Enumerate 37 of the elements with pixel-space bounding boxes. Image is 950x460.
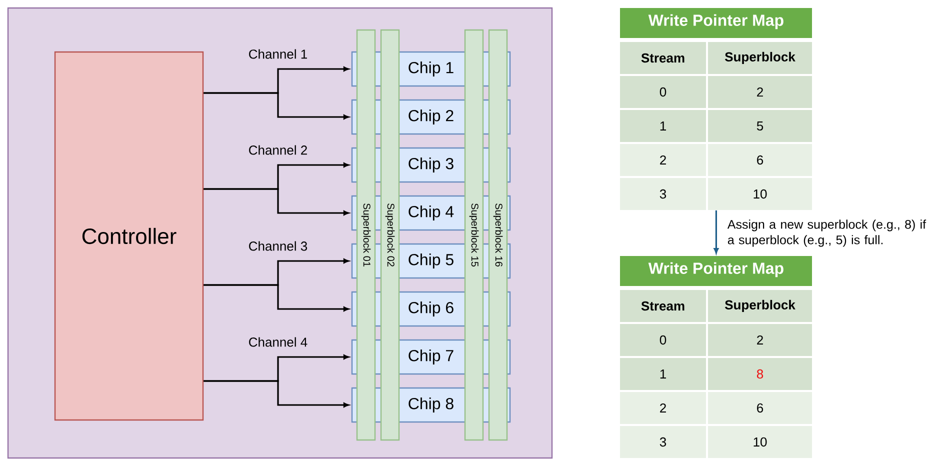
table-header-cell: Superblock bbox=[708, 290, 812, 322]
table-cell: 5 bbox=[708, 110, 812, 142]
table-cell: 3 bbox=[620, 178, 706, 210]
edge-label: Assign a new superblock (e.g., 8) if a superblock (e.g., 5) is full. bbox=[726, 218, 928, 248]
table-cell: 8 bbox=[708, 358, 812, 390]
table-title: Write Pointer Map bbox=[620, 256, 812, 286]
table-cell: 2 bbox=[708, 324, 812, 356]
table-cell: 2 bbox=[708, 76, 812, 108]
superblock-column: Superblock 02 bbox=[380, 29, 400, 441]
table-cell: 6 bbox=[708, 392, 812, 424]
superblock-column: Superblock 15 bbox=[464, 29, 484, 441]
table-cell: 2 bbox=[620, 392, 706, 424]
edge-label: Channel 2 bbox=[247, 144, 309, 156]
table-cell: 0 bbox=[620, 324, 706, 356]
arrow bbox=[204, 380, 349, 408]
superblock-column: Superblock 01 bbox=[356, 29, 376, 441]
table-cell: 6 bbox=[708, 144, 812, 176]
arrow bbox=[204, 188, 349, 216]
table-cell: 1 bbox=[620, 110, 706, 142]
table-cell: 10 bbox=[708, 178, 812, 210]
superblock-column: Superblock 16 bbox=[488, 29, 508, 441]
edge-label: Channel 3 bbox=[247, 240, 309, 252]
table-cell: 3 bbox=[620, 426, 706, 458]
table-title: Write Pointer Map bbox=[620, 8, 812, 38]
table-header-cell: Stream bbox=[620, 42, 706, 74]
arrow bbox=[204, 92, 349, 120]
arrow bbox=[714, 210, 719, 254]
table-cell: 0 bbox=[620, 76, 706, 108]
table-cell: 2 bbox=[620, 144, 706, 176]
controller-box: Controller bbox=[54, 51, 204, 421]
edge-label: Channel 1 bbox=[247, 48, 309, 60]
table-cell: 10 bbox=[708, 426, 812, 458]
edge-label: Channel 4 bbox=[247, 336, 309, 348]
arrow bbox=[204, 284, 349, 312]
table-header-cell: Stream bbox=[620, 290, 706, 322]
table-cell: 1 bbox=[620, 358, 706, 390]
table-header-cell: Superblock bbox=[708, 42, 812, 74]
